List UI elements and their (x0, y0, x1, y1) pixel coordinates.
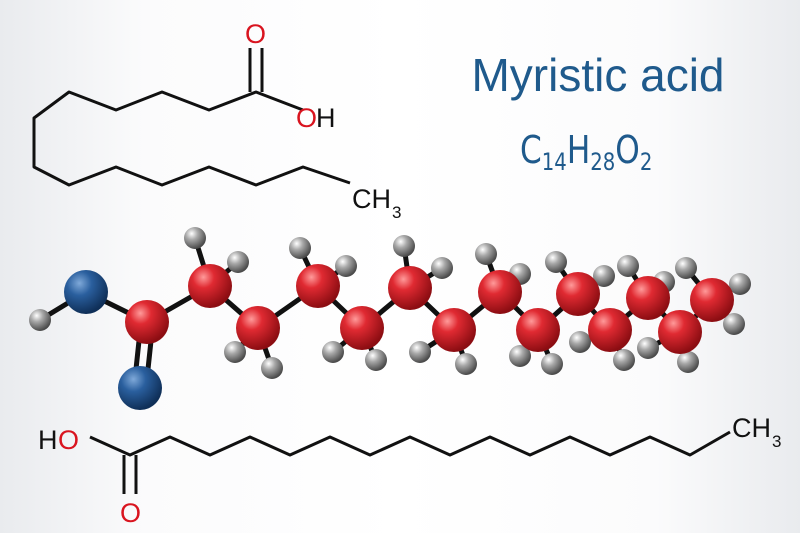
hydrogen-atom (289, 237, 311, 259)
formula-count-o: 2 (639, 148, 653, 176)
carbon-atom (626, 276, 670, 320)
methyl-carbon-top: CH (352, 184, 391, 214)
hydrogen-atom (29, 309, 51, 331)
hydrogen-atom (545, 251, 567, 273)
hydrogen-atom (365, 349, 387, 371)
carbon-atom (296, 264, 340, 308)
carbonyl-oxygen-top: O (245, 19, 266, 49)
hydroxyl-oxygen-top: O (296, 103, 317, 133)
carbon-atom (690, 278, 734, 322)
formula-count-h: 28 (590, 148, 616, 176)
hydrogen-atom (227, 251, 249, 273)
skeletal-formula-bottom (89, 430, 731, 494)
hydrogen-atom (569, 331, 591, 353)
hydrogen-atom (637, 337, 659, 359)
oxygen-atom (64, 270, 108, 314)
hydrogen-atom (593, 265, 615, 287)
ball-and-stick-model (29, 227, 751, 410)
methyl-subscript-top: 3 (392, 203, 401, 222)
carbon-atom (556, 272, 600, 316)
formula-element-h: H (566, 128, 591, 172)
oxygen-atom (118, 366, 162, 410)
hydrogen-atom (613, 349, 635, 371)
hydrogen-atom (224, 341, 246, 363)
carbon-atom (516, 308, 560, 352)
formula-element-c: C (520, 128, 542, 172)
carbon-atom (188, 264, 232, 308)
hydrogen-atom (393, 235, 415, 257)
carbon-atom (478, 270, 522, 314)
hydroxyl-hydrogen-top: H (316, 103, 336, 133)
carbon-atom (125, 300, 169, 344)
hydrogen-atom (729, 273, 751, 295)
molecular-formula: C14H28O2 (520, 128, 652, 176)
hydrogen-atom (677, 351, 699, 373)
methyl-carbon-bottom: CH (732, 413, 771, 443)
hydrogen-atom (509, 345, 531, 367)
atom-labels-bottom: H O O CH 3 (38, 413, 781, 528)
hydrogen-atom (335, 255, 357, 277)
carbon-atom (588, 308, 632, 352)
carbon-atom (658, 310, 702, 354)
hydrogen-atom (617, 255, 639, 277)
atoms-layer (29, 227, 751, 410)
carbon-atom (236, 306, 280, 350)
carbon-chain-top (32, 90, 351, 187)
hydrogen-atom (409, 341, 431, 363)
carbon-atom (432, 308, 476, 352)
carbon-chain-bottom (89, 430, 731, 457)
atom-labels-top: O O H CH 3 (245, 19, 401, 222)
hydroxyl-hydrogen-bottom: H (38, 425, 58, 455)
formula-element-o: O (615, 128, 640, 172)
hydrogen-atom (723, 313, 745, 335)
methyl-subscript-bottom: 3 (772, 432, 781, 451)
hydrogen-atom (261, 357, 283, 379)
hydrogen-atom (475, 243, 497, 265)
hydrogen-atom (322, 341, 344, 363)
hydrogen-atom (431, 257, 453, 279)
hydroxyl-oxygen-bottom: O (58, 425, 79, 455)
hydrogen-atom (675, 257, 697, 279)
carbonyl-oxygen-bottom: O (120, 498, 141, 528)
carbon-atom (340, 306, 384, 350)
hydrogen-atom (541, 353, 563, 375)
skeletal-formula-top (32, 48, 351, 187)
compound-title: Myristic acid (471, 49, 725, 101)
formula-count-c: 14 (541, 148, 567, 176)
carbon-atom (388, 266, 432, 310)
hydrogen-atom (184, 227, 206, 249)
hydrogen-atom (455, 353, 477, 375)
